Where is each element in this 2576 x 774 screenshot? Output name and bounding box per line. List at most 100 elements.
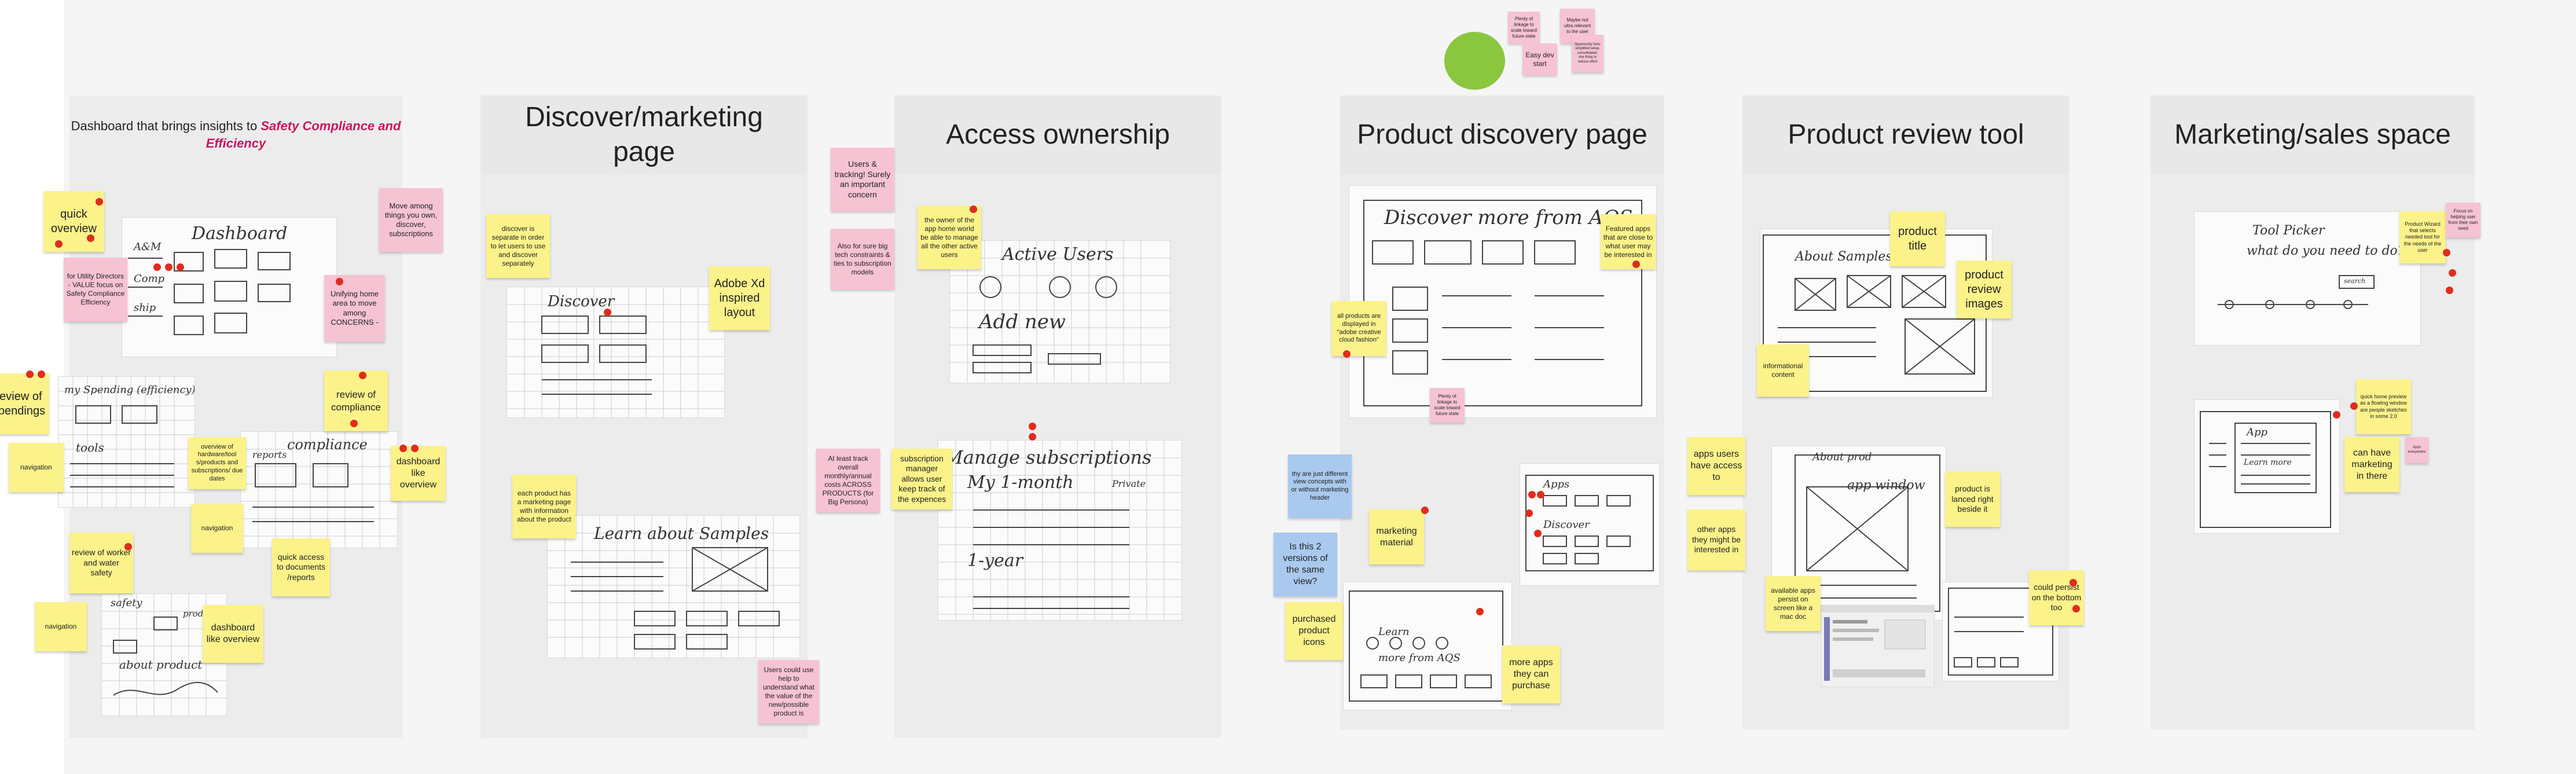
sticky-note[interactable]: Focus on helping user from their own nee… — [2446, 203, 2480, 237]
sticky-note[interactable]: can have marketing in there — [2344, 437, 2399, 492]
vote-dot[interactable] — [1476, 608, 1484, 615]
vote-dot[interactable] — [87, 234, 94, 242]
sticky-note[interactable]: quick access to documents /reports — [272, 538, 330, 596]
sticky-note[interactable]: Plenty of linkage to scale toward future… — [1430, 388, 1465, 423]
sticky-note[interactable]: more apps they can purchase — [1502, 645, 1560, 703]
vote-dot[interactable] — [2069, 579, 2077, 586]
vote-dot[interactable] — [1029, 423, 1036, 430]
section-title-access[interactable]: Access ownership — [894, 96, 1221, 174]
sticky-note[interactable]: navigation — [191, 504, 243, 553]
vote-dot[interactable] — [1534, 530, 1542, 537]
sticky-note[interactable]: other apps they might be interested in — [1687, 509, 1745, 570]
sketch-label: Add new — [979, 310, 1066, 333]
sketch-dashboard-top[interactable]: Dashboard A&M Comp ship — [122, 217, 337, 357]
section-title-product-review[interactable]: Product review tool — [1742, 96, 2069, 174]
sticky-note[interactable]: quick home preview as a floating window … — [2356, 379, 2411, 434]
sticky-note[interactable]: all products are displayed in "adobe cre… — [1331, 301, 1386, 356]
sticky-note[interactable]: navigation — [9, 443, 64, 492]
sticky-note[interactable]: each product has a marketing page with i… — [512, 475, 576, 538]
vote-dot[interactable] — [1525, 509, 1533, 517]
vote-dot[interactable] — [153, 263, 161, 271]
vote-dot[interactable] — [165, 263, 173, 271]
sticky-note[interactable]: Is this 2 versions of the same view? — [1274, 533, 1337, 596]
vote-dot[interactable] — [26, 371, 34, 378]
vote-dot[interactable] — [124, 543, 132, 551]
sketch-about-samples[interactable]: About Samples — [1760, 229, 1992, 398]
sticky-note[interactable]: Product Wizard that selects needed tool … — [2399, 211, 2446, 263]
sketch-learn-more-aqs[interactable]: Learn more from AQS — [1343, 582, 1512, 710]
sticky-note[interactable]: the owner of the app home world be able … — [918, 206, 981, 269]
sticky-note[interactable]: Adobe Xd inspired layout — [709, 266, 770, 330]
sticky-note[interactable]: quick overview — [43, 191, 104, 252]
sticky-note[interactable]: dashboard like overview — [391, 446, 446, 501]
vote-dot[interactable] — [2350, 402, 2358, 410]
vote-dot[interactable] — [336, 278, 343, 285]
sticky-note[interactable]: Opportunity here: simplified setup, cons… — [1572, 35, 1603, 72]
vote-dot[interactable] — [1421, 507, 1429, 514]
section-title-product-discovery[interactable]: Product discovery page — [1340, 96, 1664, 174]
section-title-dashboard[interactable]: Dashboard that brings insights to Safety… — [69, 96, 402, 174]
sticky-note[interactable]: Featured apps that are close to what use… — [1601, 214, 1656, 269]
vote-dot[interactable] — [2446, 287, 2453, 294]
vote-dot[interactable] — [38, 371, 45, 378]
vote-dot[interactable] — [1632, 261, 1640, 268]
sticky-note[interactable]: review of worker and water safety — [69, 533, 133, 593]
vote-dot[interactable] — [970, 206, 977, 213]
vote-dot[interactable] — [2443, 249, 2450, 256]
sticky-note[interactable]: purchased product icons — [1285, 602, 1343, 660]
sticky-note[interactable]: discover is separate in order to let use… — [486, 214, 550, 278]
sticky-note[interactable]: Also for sure big tech constraints & tie… — [831, 229, 894, 289]
sticky-note[interactable]: overview of hardware/tool s/products and… — [188, 437, 246, 489]
vote-dot[interactable] — [177, 263, 184, 271]
sticky-note[interactable]: subscription manager allows user keep tr… — [891, 449, 952, 509]
sketch-apps-floating[interactable]: App Learn more — [2194, 399, 2340, 534]
sketch-spending[interactable]: my Spending (efficiency) tools — [58, 376, 195, 508]
sketch-tool-picker[interactable]: Tool Picker what do you need to do? sear… — [2194, 211, 2421, 346]
vote-dot[interactable] — [96, 198, 103, 206]
vote-dot[interactable] — [359, 372, 366, 379]
vote-dot[interactable] — [604, 309, 611, 316]
sticky-note[interactable]: marketing material — [1369, 509, 1424, 564]
sticky-note[interactable]: Users could use help to understand what … — [758, 660, 819, 724]
sketch-learn-about[interactable]: Learn about Samples — [547, 515, 800, 658]
sticky-note[interactable]: Plenty of linkage to scale toward future… — [1508, 12, 1540, 43]
sticky-note[interactable]: Move among things you own, discover, sub… — [379, 188, 443, 252]
vote-dot[interactable] — [399, 445, 407, 452]
sketch-subscriptions[interactable]: Manage subscriptions My 1-month Private … — [938, 440, 1182, 621]
sticky-note[interactable]: for Utility Directors - VALUE focus on S… — [64, 258, 127, 321]
sketch-active-users[interactable]: Active Users Add new — [949, 240, 1170, 383]
section-title-marketing[interactable]: Marketing/sales space — [2151, 96, 2475, 174]
sketch-apps-discover[interactable]: Apps Discover — [1520, 463, 1660, 586]
vote-dot[interactable] — [2333, 411, 2340, 419]
sticky-note[interactable]: Easy dev start — [1522, 43, 1557, 75]
sticky-note[interactable]: dashboard like overview — [203, 605, 263, 663]
vote-dot[interactable] — [1343, 350, 1351, 358]
vote-dot[interactable] — [1528, 491, 1536, 498]
sticky-note[interactable]: apps users have access to — [1687, 437, 1745, 495]
section-title-discover[interactable]: Discover/marketing page — [480, 96, 808, 174]
vote-dot[interactable] — [55, 240, 63, 248]
vote-dot[interactable] — [2449, 269, 2456, 277]
sketch-compliance[interactable]: compliance reports — [240, 431, 398, 548]
sticky-note[interactable]: thy are just different view concepts wit… — [1288, 454, 1352, 518]
vote-dot[interactable] — [1029, 433, 1036, 441]
sticky-note[interactable]: Unifying home area to move among CONCERN… — [324, 275, 385, 342]
vote-dot[interactable] — [350, 420, 358, 427]
sticky-note[interactable]: informational content — [1757, 344, 1809, 397]
sticky-note[interactable]: navigation — [35, 602, 87, 651]
sticky-note[interactable]: Users & tracking! Surely an important co… — [831, 148, 894, 211]
sketch-mac-dock-screenshot[interactable] — [1821, 605, 1935, 687]
sketch-discover[interactable]: Discover — [507, 287, 725, 418]
vote-dot[interactable] — [1537, 491, 1544, 498]
green-circle-marker[interactable] — [1444, 32, 1505, 90]
sticky-note[interactable]: could persist on the bottom too — [2029, 570, 2084, 625]
sticky-note[interactable]: product title — [1890, 211, 1945, 266]
vote-dot[interactable] — [411, 445, 419, 452]
sticky-note[interactable]: Apps everywhere — [2405, 437, 2428, 463]
sticky-note[interactable]: product review images — [1957, 261, 2012, 318]
sticky-note[interactable]: At least track overall monthly/annual co… — [816, 449, 880, 512]
sticky-note[interactable]: available apps persist on screen like a … — [1766, 576, 1821, 631]
vote-dot[interactable] — [2072, 605, 2080, 612]
sticky-note[interactable]: review of spendings — [0, 373, 49, 434]
sticky-note[interactable]: product is lanced right beside it — [1945, 472, 2000, 527]
